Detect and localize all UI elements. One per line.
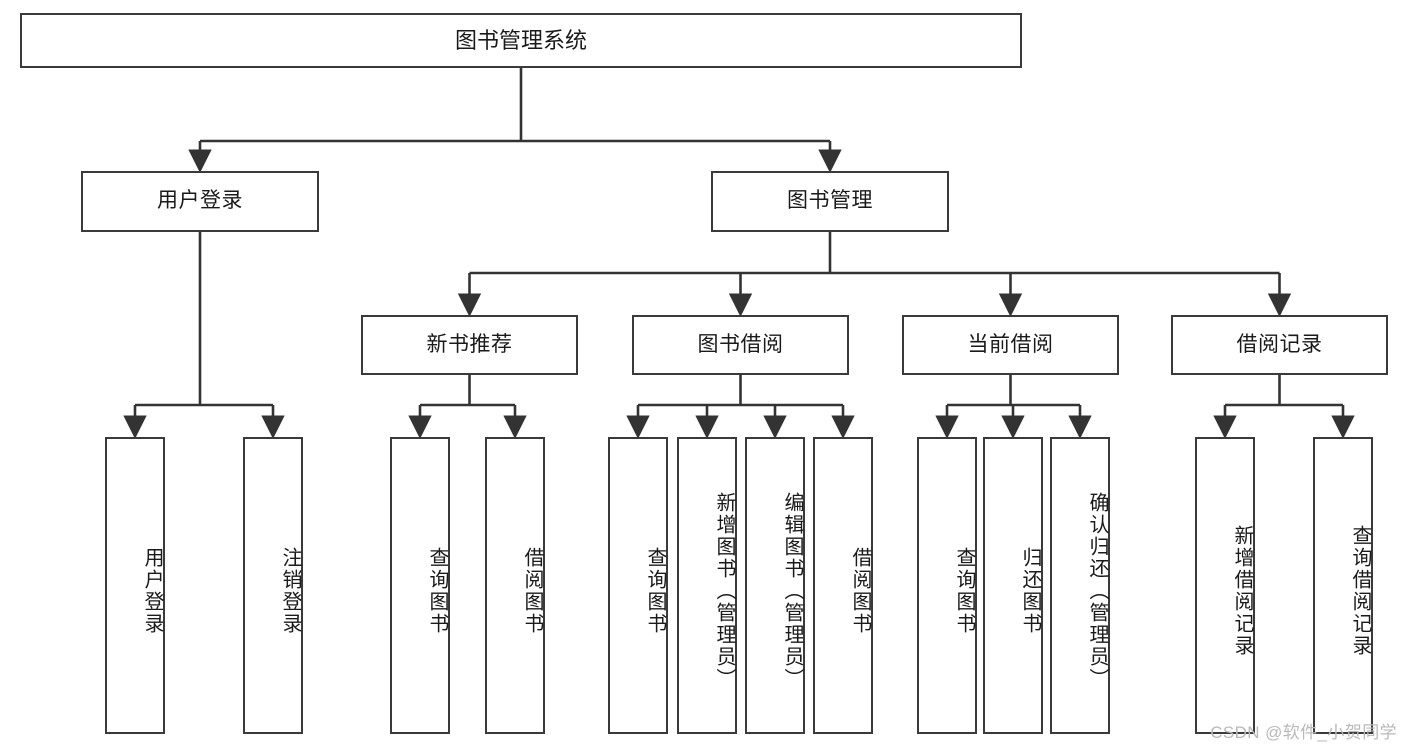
node-leaf-return-book[interactable]: 归还图书 — [983, 437, 1043, 734]
node-label: 编辑图书（管理员） — [781, 491, 803, 690]
node-current-borrow[interactable]: 当前借阅 — [902, 315, 1119, 375]
node-label: 新增图书（管理员） — [713, 491, 735, 690]
node-leaf-add-record[interactable]: 新增借阅记录 — [1195, 437, 1255, 734]
node-label: 借阅图书 — [521, 546, 543, 635]
node-label: 新增借阅记录 — [1231, 524, 1253, 657]
node-label: 图书管理 — [787, 189, 873, 213]
node-leaf-query-record[interactable]: 查询借阅记录 — [1313, 437, 1373, 734]
node-leaf-edit-book[interactable]: 编辑图书（管理员） — [745, 437, 805, 734]
node-label: 图书管理系统 — [454, 27, 587, 53]
node-leaf-query-book-1[interactable]: 查询图书 — [390, 437, 450, 734]
node-leaf-query-book-2[interactable]: 查询图书 — [608, 437, 668, 734]
node-leaf-confirm-return[interactable]: 确认归还（管理员） — [1050, 437, 1110, 734]
node-label: 当前借阅 — [967, 332, 1054, 356]
node-label: 借阅记录 — [1236, 332, 1323, 356]
node-label: 用户登录 — [141, 546, 163, 635]
node-label: 用户登录 — [157, 189, 243, 213]
node-label: 注销登录 — [279, 546, 301, 635]
node-leaf-query-book-3[interactable]: 查询图书 — [917, 437, 977, 734]
node-user-login[interactable]: 用户登录 — [81, 171, 319, 232]
node-label: 借阅图书 — [849, 546, 871, 635]
node-leaf-add-book[interactable]: 新增图书（管理员） — [677, 437, 737, 734]
node-label: 归还图书 — [1019, 546, 1041, 635]
node-leaf-user-login[interactable]: 用户登录 — [105, 437, 165, 734]
node-leaf-borrow-book-1[interactable]: 借阅图书 — [485, 437, 545, 734]
node-label: 查询借阅记录 — [1349, 524, 1371, 657]
node-book-borrow[interactable]: 图书借阅 — [632, 315, 849, 375]
node-root[interactable]: 图书管理系统 — [20, 13, 1022, 68]
node-leaf-borrow-book-2[interactable]: 借阅图书 — [813, 437, 873, 734]
node-label: 确认归还（管理员） — [1086, 491, 1108, 690]
node-label: 查询图书 — [953, 546, 975, 635]
node-label: 图书借阅 — [697, 332, 784, 356]
node-label: 新书推荐 — [426, 332, 513, 356]
node-book-manage[interactable]: 图书管理 — [711, 171, 949, 232]
node-leaf-logout[interactable]: 注销登录 — [243, 437, 303, 734]
node-label: 查询图书 — [644, 546, 666, 635]
watermark: CSDN @软件_小贺同学 — [1210, 723, 1397, 742]
node-new-book-rec[interactable]: 新书推荐 — [361, 315, 578, 375]
node-label: 查询图书 — [426, 546, 448, 635]
node-borrow-record[interactable]: 借阅记录 — [1171, 315, 1388, 375]
